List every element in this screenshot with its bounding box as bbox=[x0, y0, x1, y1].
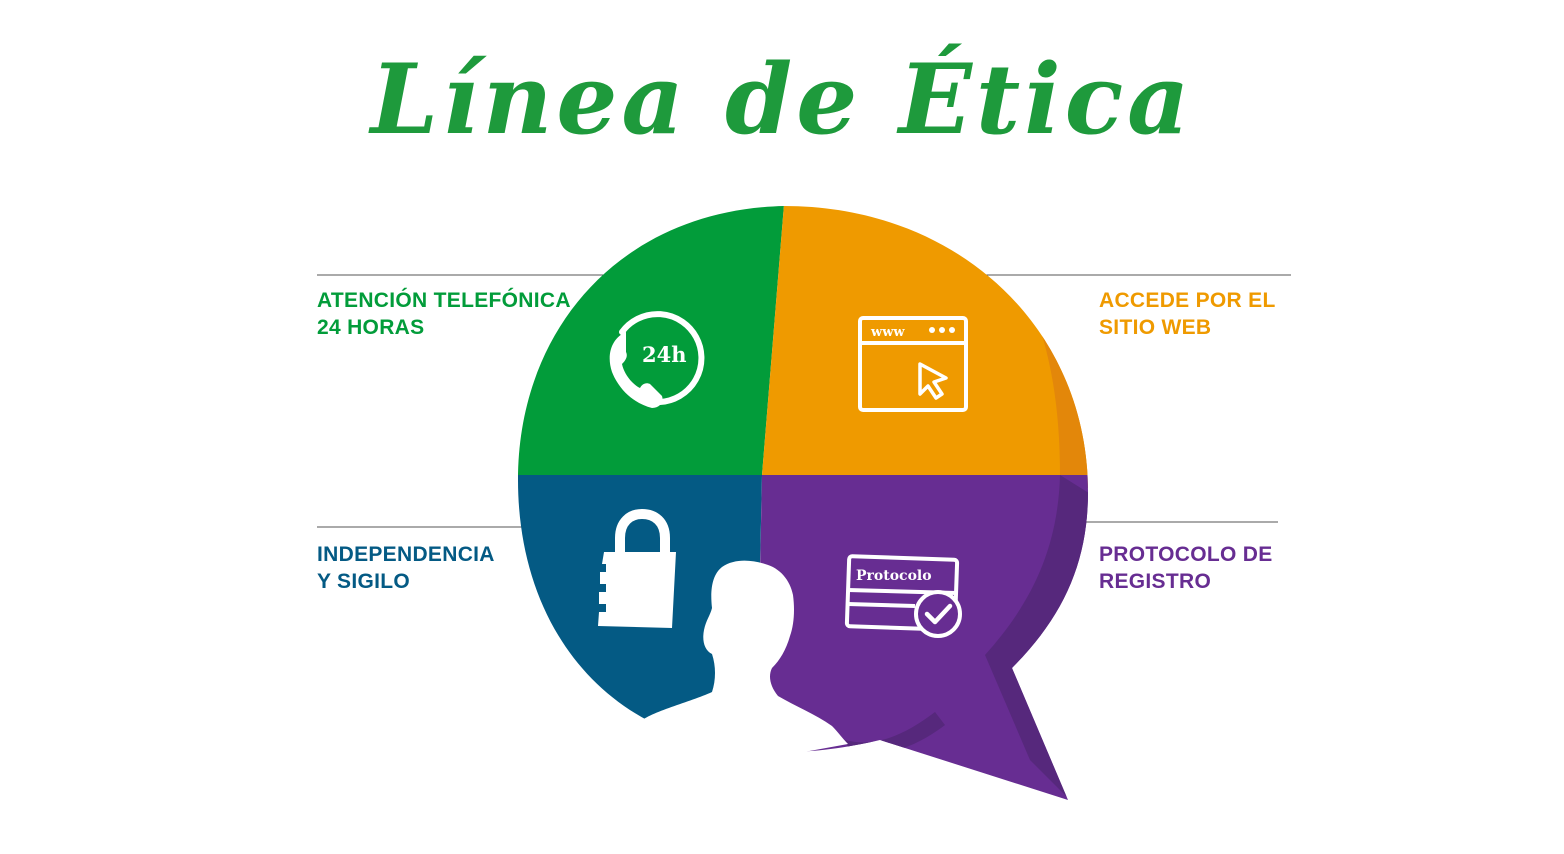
label-phone-line-2: 24 HORAS bbox=[317, 316, 425, 339]
label-independence-line-2: Y SIGILO bbox=[317, 570, 411, 593]
page-title: Línea de Ética bbox=[370, 43, 1194, 156]
www-text: www bbox=[870, 325, 905, 340]
label-independence: INDEPENDENCIA Y SIGILO bbox=[317, 541, 495, 595]
person-silhouette-icon bbox=[640, 560, 848, 760]
phone-24h-icon: 24h bbox=[609, 311, 705, 408]
protocolo-text: Protocolo bbox=[856, 568, 932, 584]
label-web: ACCEDE POR EL SITIO WEB bbox=[1099, 287, 1276, 341]
label-phone-line-1: ATENCIÓN TELEFÓNICA bbox=[317, 289, 571, 312]
label-phone: ATENCIÓN TELEFÓNICA 24 HORAS bbox=[317, 287, 571, 341]
padlock-icon bbox=[598, 508, 676, 628]
label-web-line-1: ACCEDE POR EL bbox=[1099, 289, 1276, 312]
phone-24h-text: 24h bbox=[642, 342, 687, 367]
quadrant-web bbox=[762, 206, 1088, 475]
label-web-line-2: SITIO WEB bbox=[1099, 316, 1212, 339]
protocol-check-icon: Protocolo bbox=[844, 554, 962, 638]
label-protocol-line-1: PROTOCOLO DE bbox=[1099, 543, 1273, 566]
quadrant-web-edge bbox=[1010, 262, 1088, 490]
label-protocol-line-2: REGISTRO bbox=[1099, 570, 1212, 593]
label-protocol: PROTOCOLO DE REGISTRO bbox=[1099, 541, 1273, 595]
browser-window-icon: www bbox=[858, 316, 968, 412]
quadrant-protocol-edge bbox=[985, 475, 1088, 800]
cursor-arrow-icon bbox=[918, 362, 948, 400]
label-independence-line-1: INDEPENDENCIA bbox=[317, 543, 495, 566]
